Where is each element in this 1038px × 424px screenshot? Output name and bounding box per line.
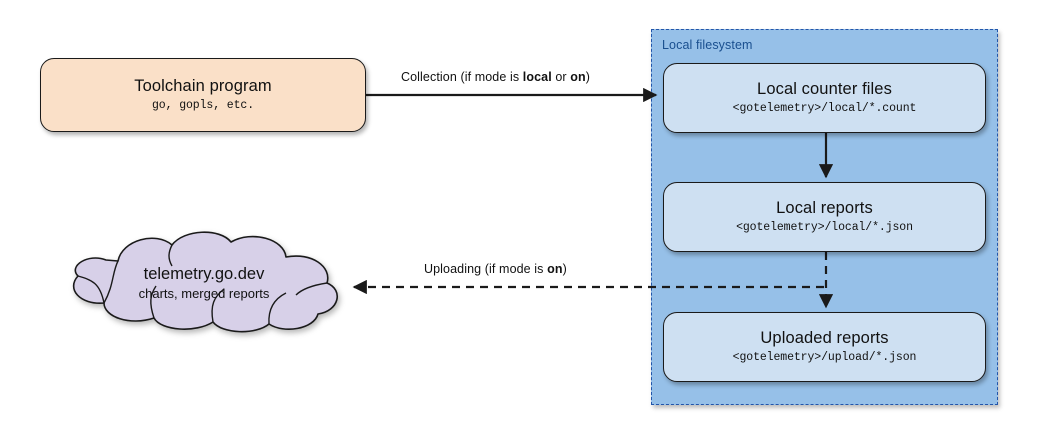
- edge-label-uploading-mode-on: on: [547, 262, 563, 276]
- edge-label-uploading: Uploading (if mode is on): [424, 262, 567, 276]
- node-uploaded-reports[interactable]: Uploaded reports <gotelemetry>/upload/*.…: [663, 312, 986, 382]
- edge-label-collection-mode-on: on: [570, 70, 586, 84]
- node-telemetry-cloud[interactable]: telemetry.go.dev charts, merged reports: [54, 231, 354, 334]
- edge-label-collection-mode-local: local: [522, 70, 552, 84]
- local-filesystem-label: Local filesystem: [662, 38, 753, 52]
- node-local-counter-files-title: Local counter files: [757, 80, 892, 99]
- node-toolchain-program-title: Toolchain program: [134, 77, 272, 96]
- node-toolchain-program[interactable]: Toolchain program go, gopls, etc.: [40, 58, 366, 132]
- node-local-counter-files[interactable]: Local counter files <gotelemetry>/local/…: [663, 63, 986, 133]
- node-local-reports-path: <gotelemetry>/local/*.json: [736, 221, 913, 235]
- cloud-shape-icon: [72, 231, 338, 333]
- node-uploaded-reports-path: <gotelemetry>/upload/*.json: [732, 351, 917, 365]
- node-local-counter-files-path: <gotelemetry>/local/*.count: [732, 102, 917, 116]
- node-toolchain-program-subtitle: go, gopls, etc.: [151, 99, 255, 113]
- edge-label-collection: Collection (if mode is local or on): [401, 70, 591, 84]
- node-uploaded-reports-title: Uploaded reports: [760, 329, 889, 348]
- node-local-reports[interactable]: Local reports <gotelemetry>/local/*.json: [663, 182, 986, 252]
- node-local-reports-title: Local reports: [776, 199, 873, 218]
